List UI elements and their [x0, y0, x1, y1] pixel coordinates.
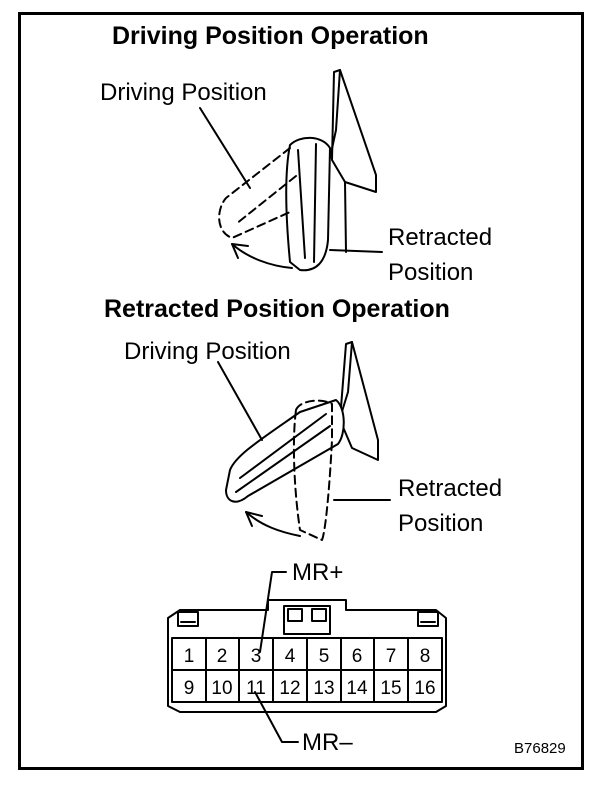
connector-drawing [167, 571, 447, 743]
connector-pin-numbers: 1 2 3 4 5 6 7 8 9 10 11 12 13 14 15 16 [184, 646, 436, 699]
pin-14: 14 [346, 678, 368, 699]
pin-11: 11 [246, 678, 266, 699]
mr-minus-label: MR– [302, 729, 353, 756]
driving-position-label-top: Driving Position [100, 79, 267, 106]
pin-3: 3 [251, 646, 262, 667]
retracted-label-middle-line1: Retracted [398, 475, 503, 502]
diagram-frame [18, 12, 584, 770]
pin-9: 9 [184, 678, 195, 699]
pin-1: 1 [184, 646, 195, 667]
retracted-label-top-line1: Retracted [388, 224, 493, 251]
pin-16: 16 [414, 678, 435, 699]
retracted-label-middle-line2: Position [398, 510, 484, 537]
mirror-retracted-operation-drawing [217, 341, 391, 541]
pin-2: 2 [217, 646, 228, 667]
mr-plus-label: MR+ [292, 559, 344, 586]
pin-4: 4 [285, 646, 296, 667]
driving-position-label-middle: Driving Position [124, 338, 291, 365]
retracted-operation-title: Retracted Position Operation [104, 295, 450, 323]
mirror-driving-operation-drawing [199, 69, 383, 272]
pin-15: 15 [380, 678, 401, 699]
driving-operation-title: Driving Position Operation [112, 22, 429, 50]
pin-8: 8 [420, 646, 431, 667]
pin-6: 6 [352, 646, 363, 667]
pin-13: 13 [313, 678, 334, 699]
pin-12: 12 [279, 678, 300, 699]
retracted-label-top-line2: Position [388, 259, 474, 286]
figure-code: B76829 [514, 740, 566, 757]
pin-5: 5 [319, 646, 330, 667]
pin-7: 7 [386, 646, 397, 667]
pin-10: 10 [211, 678, 232, 699]
